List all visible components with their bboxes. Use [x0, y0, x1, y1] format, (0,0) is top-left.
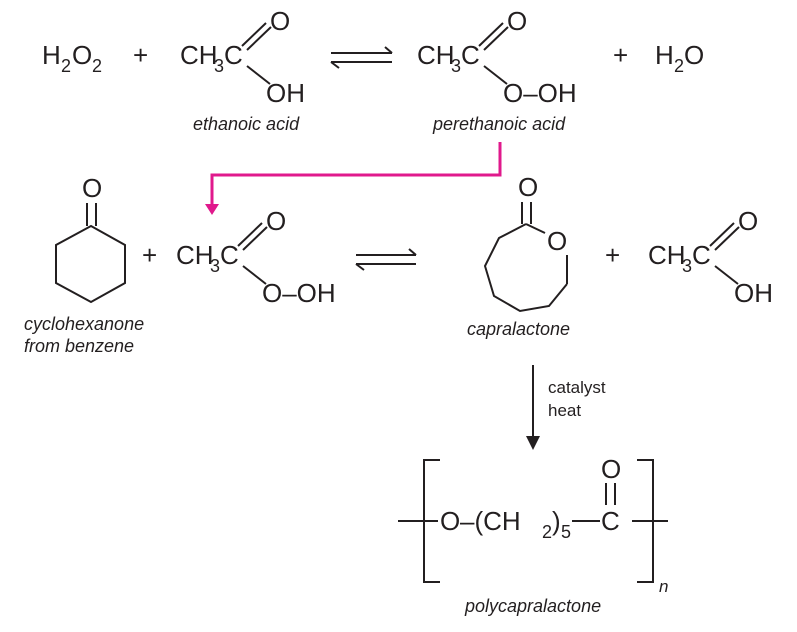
ester-oxygen: O: [440, 506, 460, 536]
carboxyl-carbon: C: [220, 240, 239, 270]
lactone-ring: [483, 223, 568, 313]
hydroxyl: OH: [266, 78, 305, 108]
capralactone: O O: [483, 172, 568, 313]
single-bond: [246, 65, 271, 85]
h2o2-o: O: [72, 40, 92, 70]
water-sub: 2: [674, 56, 684, 76]
carbonyl-oxygen: O: [738, 206, 758, 236]
h2o2-sub2: 2: [92, 56, 102, 76]
carbonyl-oxygen: O: [518, 172, 538, 202]
double-bond-b: [483, 26, 509, 51]
double-bond-b: [246, 26, 272, 51]
methylene-chain: –(CH: [460, 506, 521, 536]
equilibrium-arrow: [355, 248, 417, 271]
plus-sign: +: [613, 40, 628, 70]
chain-close: ): [552, 506, 561, 536]
carboxyl-carbon: C: [224, 40, 243, 70]
polycapralactone: O –(CH 2 ) 5 C O n: [398, 454, 668, 596]
carbonyl-carbon: C: [601, 506, 620, 536]
polymerization-arrow: [526, 365, 540, 450]
water: H 2 O: [655, 40, 704, 76]
water-h: H: [655, 40, 674, 70]
methyl-sub: 3: [210, 256, 220, 276]
ethanoic-acid: O CH 3 C OH: [180, 6, 305, 108]
cyclohexanone-caption: cyclohexanone: [24, 314, 144, 334]
ethanoic-acid-caption: ethanoic acid: [193, 114, 300, 134]
carbonyl-oxygen: O: [507, 6, 527, 36]
carboxyl-carbon: C: [461, 40, 480, 70]
double-bond-a: [478, 22, 504, 47]
cyclohexanone: O: [55, 173, 126, 304]
carbonyl-oxygen: O: [601, 454, 621, 484]
single-bond: [483, 65, 508, 85]
ketone-oxygen: O: [82, 173, 102, 203]
heat-label: heat: [548, 401, 581, 420]
methylene-sub: 2: [542, 522, 552, 542]
perethanoic-acid-caption: perethanoic acid: [432, 114, 566, 134]
plus-sign: +: [133, 40, 148, 70]
capralactone-caption: capralactone: [467, 319, 570, 339]
methyl-sub: 3: [451, 56, 461, 76]
h2o2-sub1: 2: [61, 56, 71, 76]
methyl-ch: CH: [180, 40, 218, 70]
ethanoic-acid: O CH 3 C OH: [648, 206, 773, 308]
double-bond-a: [241, 22, 267, 47]
carbonyl-oxygen: O: [266, 206, 286, 236]
polycapralactone-caption: polycapralactone: [464, 596, 601, 616]
methyl-sub: 3: [682, 256, 692, 276]
perethanoic-acid: O CH 3 C O–OH: [417, 6, 577, 108]
carbonyl-oxygen: O: [270, 6, 290, 36]
catalyst-label: catalyst: [548, 378, 606, 397]
methyl-ch: CH: [648, 240, 686, 270]
equilibrium-arrow: [330, 46, 393, 69]
transfer-arrow: [205, 142, 502, 215]
water-o: O: [684, 40, 704, 70]
peroxy-group: O–OH: [262, 278, 336, 308]
ring-oxygen: O: [547, 226, 567, 256]
cyclohexane-ring: [55, 224, 126, 304]
carboxyl-carbon: C: [692, 240, 711, 270]
plus-sign: +: [605, 240, 620, 270]
cyclohexanone-source-caption: from benzene: [24, 336, 134, 356]
h2o2-h: H: [42, 40, 61, 70]
methyl-ch: CH: [176, 240, 214, 270]
peroxy-group: O–OH: [503, 78, 577, 108]
repeat-n: n: [659, 577, 668, 596]
plus-sign: +: [142, 240, 157, 270]
hydrogen-peroxide: H 2 O 2: [42, 40, 102, 76]
perethanoic-acid: O CH 3 C O–OH: [176, 206, 336, 308]
repeat-count: 5: [561, 522, 571, 542]
methyl-ch: CH: [417, 40, 455, 70]
methyl-sub: 3: [214, 56, 224, 76]
hydroxyl: OH: [734, 278, 773, 308]
